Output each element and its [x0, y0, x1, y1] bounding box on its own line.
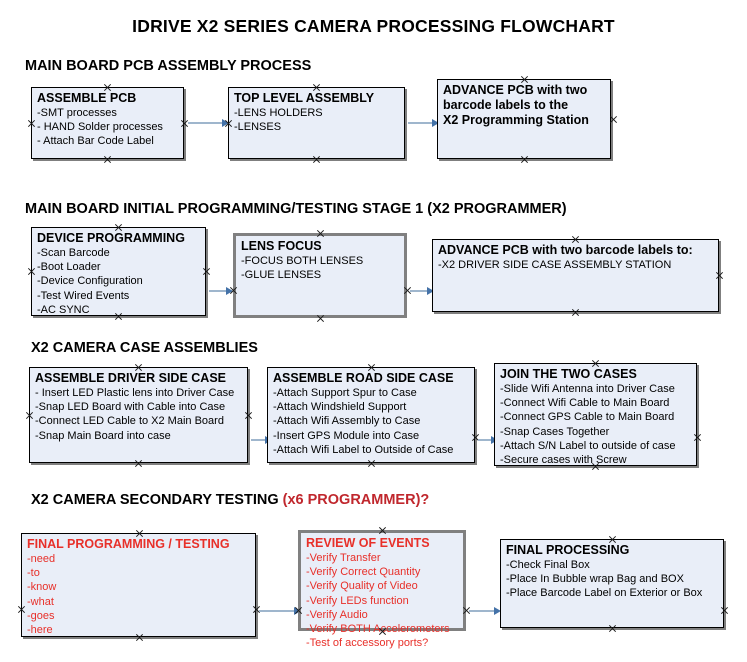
connector-arrowhead	[494, 606, 501, 615]
flow-box-line: -Check Final Box	[506, 559, 590, 571]
flow-box-title: X2 Programming Station	[443, 113, 589, 127]
flow-box-line: -SMT processes	[37, 107, 117, 119]
flow-box-final-processing[interactable]: FINAL PROCESSING -Check Final Box -Place…	[500, 539, 724, 628]
connector-line	[469, 610, 498, 612]
flow-box-device-programming[interactable]: DEVICE PROGRAMMING -Scan Barcode -Boot L…	[31, 227, 206, 316]
connector-arrowhead	[222, 118, 229, 127]
flow-box-review-of-events[interactable]: REVIEW OF EVENTS -Verify Transfer -Verif…	[298, 530, 466, 649]
flow-box-line: -Verify Correct Quantity	[306, 566, 421, 579]
connector-line	[408, 122, 436, 124]
flow-box-line: -here	[27, 624, 53, 637]
flow-box-assemble-pcb[interactable]: ASSEMBLE PCB -SMT processes - HAND Solde…	[31, 87, 184, 159]
flow-box-line: -Verify Audio	[306, 608, 368, 621]
flow-box-line: -Insert GPS Module into Case	[273, 429, 420, 442]
flow-box-line: -Attach Wifi Assembly to Case	[273, 415, 421, 428]
flow-box-advance-pcb-programming-station[interactable]: ADVANCE PCB with two barcode labels to t…	[437, 79, 611, 159]
flow-box-line: -need	[27, 553, 56, 565]
connector-line	[209, 290, 231, 292]
flow-box-title: DEVICE PROGRAMMING	[37, 231, 185, 245]
flow-box-line: -Snap Main Board into case	[35, 429, 171, 442]
flow-box-line: -X2 DRIVER SIDE CASE ASSEMBLY STATION	[438, 259, 672, 271]
flow-box-line: -LENS HOLDERS	[234, 107, 323, 119]
flow-box-line: -Connect Wifi Cable to Main Board	[500, 397, 670, 410]
section-heading-text: X2 CAMERA SECONDARY TESTING	[31, 492, 283, 508]
section-heading-main-board-pcb-assembly: MAIN BOARD PCB ASSEMBLY PROCESS	[25, 58, 312, 74]
flow-box-title: ADVANCE PCB with two barcode labels to:	[438, 243, 693, 257]
flow-box-advance-pcb-driver-side-case[interactable]: ADVANCE PCB with two barcode labels to: …	[432, 239, 719, 312]
flow-box-line: -know	[27, 581, 57, 594]
flow-box-line: -AC SYNC	[37, 303, 90, 316]
flow-box-title: ADVANCE PCB with two	[443, 83, 588, 97]
section-heading-x2-camera-case-assemblies: X2 CAMERA CASE ASSEMBLIES	[31, 340, 258, 356]
connector-arrowhead	[294, 606, 301, 615]
connector-arrowhead	[432, 118, 439, 127]
flow-box-title: JOIN THE TWO CASES	[500, 367, 637, 381]
connector-arrowhead	[427, 286, 434, 295]
connector-arrowhead	[226, 286, 233, 295]
page-title: IDRIVE X2 SERIES CAMERA PROCESSING FLOWC…	[132, 16, 615, 36]
flow-box-line: -Test of accessory ports?	[306, 637, 429, 650]
connector-line	[188, 122, 225, 124]
flow-box-line: -GLUE LENSES	[241, 269, 322, 282]
flow-box-line: -Connect LED Cable to X2 Main Board	[35, 415, 224, 428]
flow-box-final-programming-testing[interactable]: FINAL PROGRAMMING / TESTING -need -to -k…	[21, 533, 256, 637]
flow-box-join-the-two-cases[interactable]: JOIN THE TWO CASES -Slide Wifi Antenna i…	[494, 363, 697, 466]
flow-box-line: -Place Barcode Label on Exterior or Box	[506, 587, 703, 600]
flow-box-line: -Test Wired Events	[37, 289, 130, 302]
flow-box-line: -Verify Transfer	[306, 552, 381, 564]
flow-box-line: -Place In Bubble wrap Bag and BOX	[506, 573, 684, 586]
flow-box-line: -Secure cases with Screw	[500, 454, 627, 467]
flow-box-line: -Snap LED Board with Cable into Case	[35, 401, 226, 414]
flow-box-title: TOP LEVEL ASSEMBLY	[234, 91, 375, 105]
flow-box-line: -Attach Wifi Label to Outside of Case	[273, 443, 454, 456]
flow-box-line: - HAND Solder processes	[37, 121, 163, 134]
flow-box-line: -goes	[27, 609, 55, 622]
connector-line	[478, 439, 495, 441]
flow-box-title: FINAL PROCESSING	[506, 543, 630, 557]
connector-line	[410, 290, 432, 292]
flow-box-title: ASSEMBLE ROAD SIDE CASE	[273, 371, 454, 385]
flow-box-line: -Attach S/N Label to outside of case	[500, 439, 676, 452]
connector-line	[259, 610, 298, 612]
flow-box-line: -FOCUS BOTH LENSES	[241, 255, 364, 267]
flow-box-assemble-driver-side-case[interactable]: ASSEMBLE DRIVER SIDE CASE - Insert LED P…	[29, 367, 248, 463]
flow-box-title: FINAL PROGRAMMING / TESTING	[27, 537, 230, 551]
flow-box-line: -Connect GPS Cable to Main Board	[500, 411, 675, 424]
flow-box-line: -to	[27, 567, 40, 580]
flow-box-line: -Snap Cases Together	[500, 425, 610, 438]
flow-box-line: - Insert LED Plastic lens into Driver Ca…	[35, 387, 235, 399]
section-heading-main-board-initial-programming: MAIN BOARD INITIAL PROGRAMMING/TESTING S…	[25, 201, 567, 217]
flow-box-line: -Attach Windshield Support	[273, 401, 407, 414]
flow-box-title: barcode labels to the	[443, 98, 569, 112]
flow-box-title: ASSEMBLE PCB	[37, 91, 137, 105]
flow-box-line: -Slide Wifi Antenna into Driver Case	[500, 383, 675, 395]
flow-box-line: - Attach Bar Code Label	[37, 135, 154, 148]
flow-box-line: -Verify LEDs function	[306, 594, 409, 607]
flow-box-title: LENS FOCUS	[241, 239, 322, 253]
flow-box-lens-focus[interactable]: LENS FOCUS -FOCUS BOTH LENSES -GLUE LENS…	[233, 233, 407, 318]
section-heading-x2-camera-secondary-testing: X2 CAMERA SECONDARY TESTING (x6 PROGRAMM…	[31, 492, 429, 508]
flow-box-line: -Verify Quality of Video	[306, 580, 418, 593]
flow-box-line: -Scan Barcode	[37, 247, 110, 259]
flow-box-line: -Boot Loader	[37, 261, 101, 274]
flow-box-title: REVIEW OF EVENTS	[306, 536, 430, 550]
flow-box-assemble-road-side-case[interactable]: ASSEMBLE ROAD SIDE CASE -Attach Support …	[267, 367, 475, 463]
flow-box-title: ASSEMBLE DRIVER SIDE CASE	[35, 371, 227, 385]
flow-box-line: -Attach Support Spur to Case	[273, 387, 417, 399]
flow-box-top-level-assembly[interactable]: TOP LEVEL ASSEMBLY -LENS HOLDERS -LENSES	[228, 87, 405, 159]
flow-box-line: -LENSES	[234, 121, 282, 134]
section-heading-accent: (x6 PROGRAMMER)?	[282, 492, 430, 508]
flow-box-line: -what	[27, 595, 54, 608]
connector-line	[251, 439, 269, 441]
flow-box-line: -Verify BOTH Accelerometers	[306, 623, 450, 636]
flow-box-line: -Device Configuration	[37, 275, 143, 288]
